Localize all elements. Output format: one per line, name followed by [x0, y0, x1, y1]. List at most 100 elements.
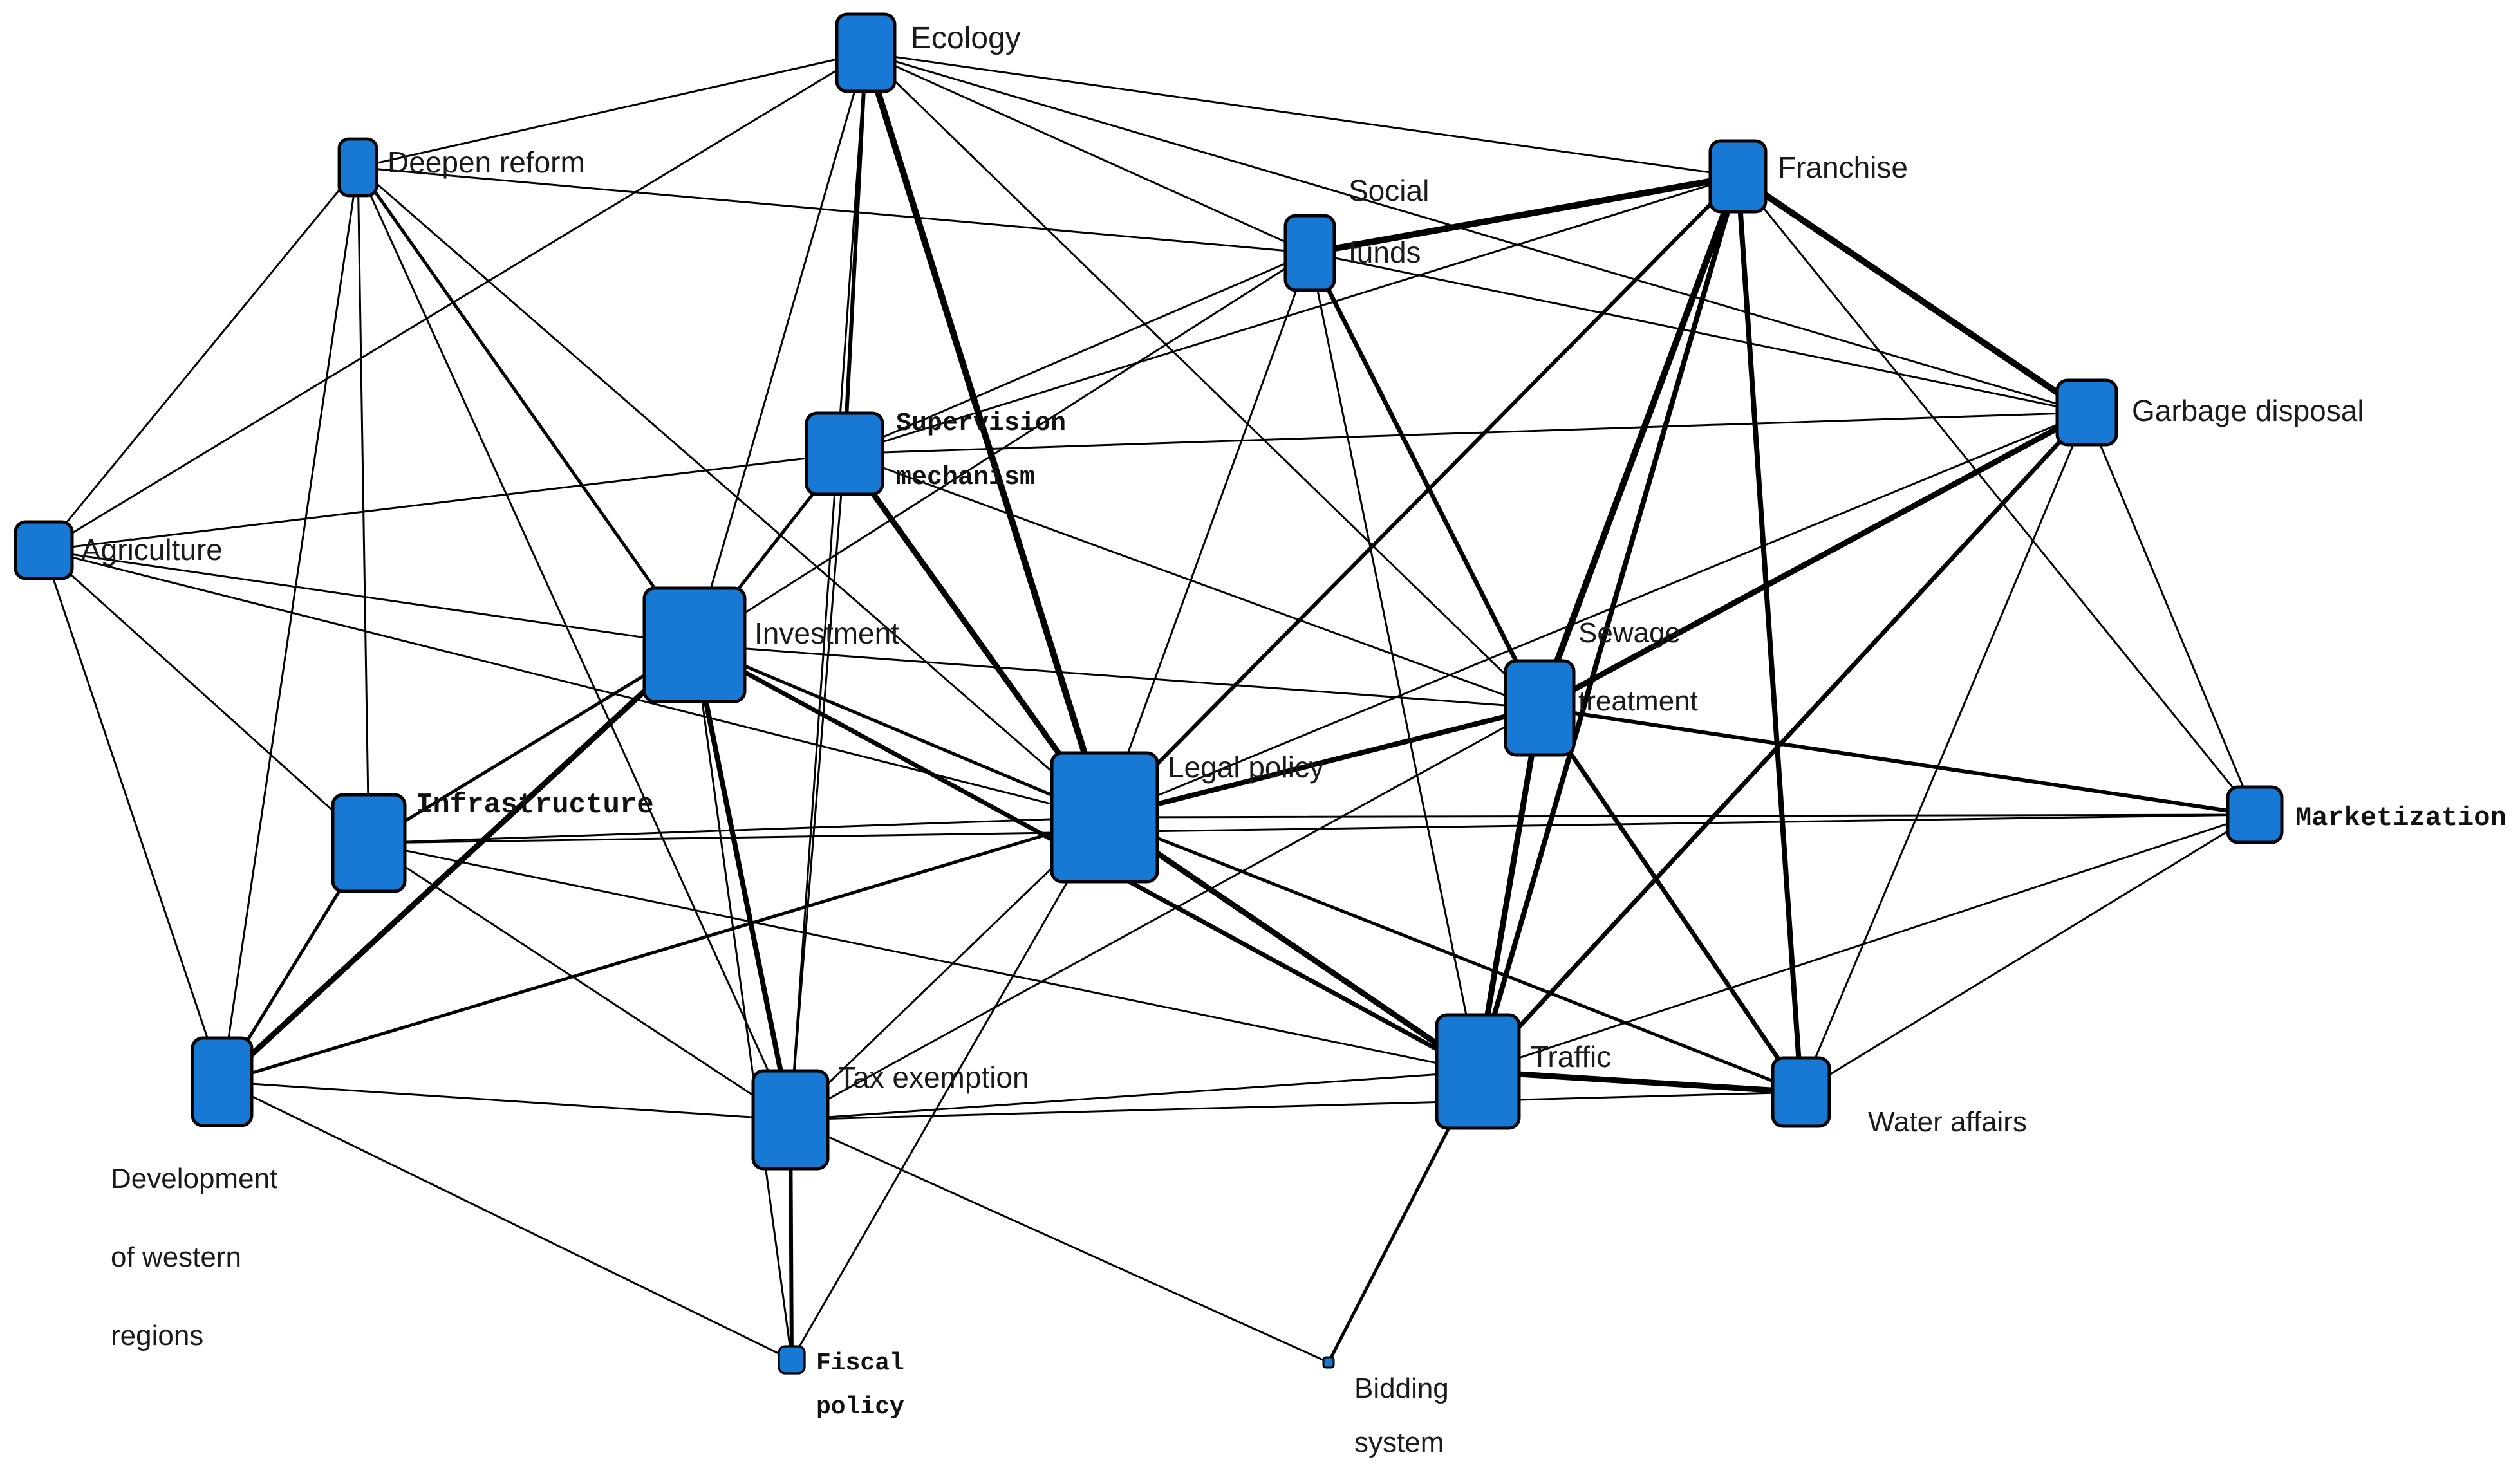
edge-social-funds-sewage — [1307, 250, 1542, 710]
edge-deepen-reform-investment — [356, 165, 696, 647]
edge-traffic-garbage — [1475, 410, 2089, 1074]
edge-investment-tax-exemption — [692, 642, 793, 1122]
edge-sewage-water-affairs — [1537, 705, 1804, 1095]
edge-ecology-social-funds — [864, 51, 1311, 254]
edge-investment-sewage — [693, 644, 1541, 709]
node-tax-exemption[interactable] — [751, 1069, 830, 1171]
edge-tax-exemption-bidding-system — [789, 1118, 1330, 1364]
edge-development-tax-exemption — [221, 1081, 792, 1121]
edge-ecology-investment — [693, 51, 867, 646]
edge-ecology-deepen-reform — [357, 51, 867, 169]
edge-investment-infrastructure — [367, 643, 696, 845]
edge-agriculture-infrastructure — [42, 549, 370, 844]
edge-franchise-supervision — [843, 175, 1739, 455]
node-supervision[interactable] — [805, 411, 884, 496]
edge-social-funds-supervision — [843, 252, 1311, 455]
edge-water-affairs-tax-exemption — [789, 1091, 1802, 1121]
edge-traffic-tax-exemption — [789, 1070, 1479, 1121]
node-garbage[interactable] — [2055, 378, 2118, 447]
node-marketization[interactable] — [2226, 785, 2284, 844]
edge-ecology-tax-exemption — [789, 51, 867, 1121]
node-water-affairs[interactable] — [1771, 1056, 1831, 1128]
edge-deepen-reform-agriculture — [42, 166, 359, 552]
edge-development-fiscal-policy — [221, 1081, 793, 1361]
edge-investment-fiscal-policy — [693, 644, 793, 1361]
edge-infrastructure-traffic — [368, 842, 1479, 1073]
edge-sewage-legal-policy — [1102, 705, 1542, 820]
node-label-tax-exemption: Tax exemption — [838, 1061, 1029, 1094]
node-label-marketization: Marketization — [2295, 803, 2506, 833]
node-label-water-affairs: Water affairs — [1868, 1106, 2027, 1138]
edge-ecology-agriculture — [42, 51, 867, 552]
edge-ecology-supervision — [843, 51, 868, 456]
node-agriculture[interactable] — [14, 520, 74, 580]
edge-deepen-reform-tax-exemption — [357, 166, 792, 1121]
node-traffic[interactable] — [1435, 1013, 1521, 1130]
node-fiscal-policy[interactable] — [778, 1345, 806, 1375]
node-development[interactable] — [191, 1036, 254, 1127]
edge-deepen-reform-social-funds — [357, 166, 1311, 254]
edge-agriculture-investment — [42, 549, 696, 646]
edge-ecology-legal-policy — [863, 50, 1108, 821]
node-label-agriculture: Agriculture — [81, 533, 223, 566]
edge-sewage-marketization — [1538, 706, 2257, 817]
edge-infrastructure-tax-exemption — [368, 842, 792, 1121]
edge-traffic-water-affairs — [1475, 1068, 1804, 1095]
node-label-garbage: Garbage disposal — [2132, 394, 2364, 427]
edge-investment-development — [219, 642, 698, 1085]
node-legal-policy[interactable] — [1050, 751, 1159, 884]
edge-sewage-garbage — [1536, 409, 2090, 711]
node-ecology[interactable] — [835, 12, 897, 93]
edge-franchise-sewage — [1536, 173, 1741, 711]
edge-supervision-garbage — [843, 411, 2088, 455]
edge-legal-policy-fiscal-policy — [790, 816, 1106, 1361]
edge-social-funds-traffic — [1309, 252, 1479, 1073]
node-label-legal-policy: Legal policy — [1168, 750, 1324, 784]
edge-legal-policy-traffic — [1101, 814, 1481, 1075]
edge-franchise-legal-policy — [1103, 174, 1740, 819]
edge-franchise-garbage — [1735, 173, 2090, 416]
edge-ecology-garbage — [864, 51, 2088, 414]
edge-sewage-traffic — [1475, 705, 1543, 1075]
node-sewage[interactable] — [1504, 659, 1576, 757]
edge-social-funds-legal-policy — [1103, 252, 1311, 819]
node-franchise[interactable] — [1708, 139, 1768, 214]
edge-franchise-water-affairs — [1735, 174, 1804, 1095]
edge-social-funds-franchise — [1307, 173, 1741, 256]
edge-traffic-marketization — [1477, 813, 2256, 1073]
edge-ecology-sewage — [864, 51, 1541, 709]
node-label-franchise: Franchise — [1778, 151, 1908, 184]
edge-deepen-reform-legal-policy — [357, 166, 1106, 819]
edge-deepen-reform-infrastructure — [357, 166, 370, 844]
edge-legal-policy-garbage — [1103, 411, 2088, 819]
node-social-funds[interactable] — [1283, 214, 1336, 292]
edge-investment-legal-policy — [693, 643, 1106, 819]
edge-franchise-marketization — [1737, 175, 2256, 816]
node-label-ecology: Ecology — [911, 21, 1021, 55]
edge-garbage-marketization — [2086, 411, 2256, 816]
node-label-deepen-reform: Deepen reform — [387, 145, 585, 179]
edge-supervision-sewage — [843, 452, 1541, 709]
edge-infrastructure-legal-policy — [368, 816, 1106, 844]
node-infrastructure[interactable] — [331, 793, 407, 893]
node-investment[interactable] — [642, 586, 747, 703]
edge-social-funds-garbage — [1309, 252, 2088, 414]
edge-agriculture-supervision — [42, 452, 846, 552]
node-deepen-reform[interactable] — [337, 137, 378, 198]
edge-legal-policy-marketization — [1103, 813, 2256, 819]
edge-sewage-tax-exemption — [789, 707, 1541, 1121]
node-bidding-system[interactable] — [1322, 1356, 1335, 1369]
edge-agriculture-development — [42, 549, 223, 1083]
node-label-traffic: Traffic — [1531, 1040, 1611, 1073]
node-label-infrastructure: Infrastructure — [416, 789, 654, 821]
node-label-investment: Investment — [754, 617, 899, 650]
